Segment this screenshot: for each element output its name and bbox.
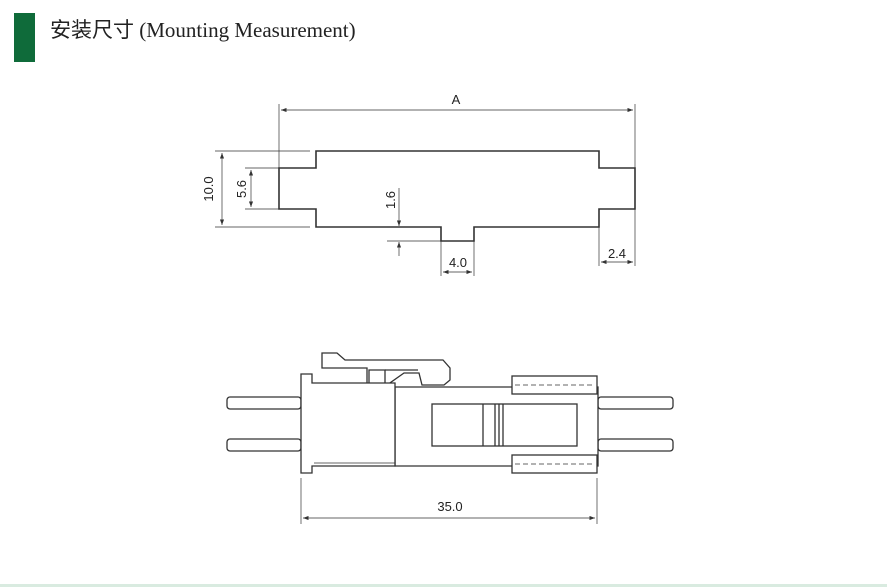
latch bbox=[321, 352, 451, 386]
label-tab-height: 5.6 bbox=[234, 180, 249, 198]
window bbox=[431, 403, 578, 447]
bottom-sleeve bbox=[511, 454, 598, 474]
wires bbox=[226, 396, 674, 452]
top-sleeve bbox=[511, 375, 598, 395]
label-notch-width: 4.0 bbox=[449, 255, 467, 270]
label-height: 10.0 bbox=[201, 176, 216, 201]
connector-side-view bbox=[226, 352, 674, 474]
label-total-length: 35.0 bbox=[437, 499, 462, 514]
panel-cutout-view bbox=[215, 104, 636, 276]
section-marker bbox=[14, 13, 35, 62]
page-title: 安装尺寸 (Mounting Measurement) bbox=[50, 18, 356, 42]
divider bbox=[0, 584, 887, 587]
label-a: A bbox=[452, 92, 461, 107]
cutout-outline bbox=[278, 150, 636, 242]
left-housing bbox=[300, 373, 396, 474]
label-tab-width: 2.4 bbox=[608, 246, 626, 261]
label-notch-depth: 1.6 bbox=[383, 191, 398, 209]
